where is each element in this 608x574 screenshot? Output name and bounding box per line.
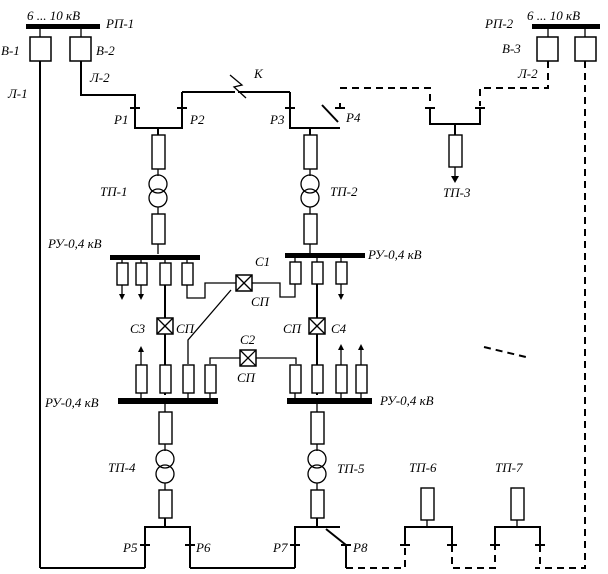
breaker-b2	[69, 36, 92, 62]
breaker-b1	[29, 36, 52, 62]
breaker-tp1-lv	[151, 213, 166, 245]
transformer-tp1-w2	[148, 188, 168, 208]
rp1-bus	[26, 24, 100, 29]
fuse-tp2-hv	[303, 134, 318, 170]
c3-label: С3	[130, 321, 146, 336]
p3-label: Р3	[269, 112, 285, 127]
ru-tp4-label: РУ-0,4 кВ	[44, 395, 99, 410]
tp6-column	[400, 487, 457, 546]
fault-k-label: К	[253, 66, 264, 81]
breaker-tp2-lv	[303, 213, 318, 245]
tp7-column	[490, 487, 545, 546]
sp-c1-label: СП	[251, 294, 271, 309]
b2-label: В-2	[96, 43, 115, 58]
p2-label: Р2	[189, 112, 205, 127]
c2-label: С2	[240, 332, 256, 347]
transformer-tp2-w1	[300, 174, 320, 194]
sectional-switch-c1	[235, 274, 254, 292]
tp3-label: ТП-3	[443, 185, 471, 200]
ru-tp5-label: РУ-0,4 кВ	[379, 393, 434, 408]
c1-label: С1	[255, 254, 270, 269]
ru-tp2-bus	[285, 253, 365, 258]
p7-label: Р7	[272, 540, 288, 555]
rp2-name-label: РП-2	[484, 16, 514, 31]
p4-label: Р4	[345, 110, 361, 125]
hv-ring-bottom	[40, 346, 541, 569]
tp5-label: ТП-5	[337, 461, 365, 476]
b1-label: В-1	[1, 43, 20, 58]
transformer-tp1-w1	[148, 174, 168, 194]
p5-label: Р5	[122, 540, 138, 555]
rp1-name-label: РП-1	[105, 16, 134, 31]
breaker-b3	[536, 36, 559, 62]
rp2-voltage-label: 6 ... 10 кВ	[527, 8, 580, 23]
tp2-label: ТП-2	[330, 184, 358, 199]
transformer-tp2-w2	[300, 188, 320, 208]
labels: 6 ... 10 кВ РП-1 6 ... 10 кВ РП-2 В-1 В-…	[1, 8, 580, 555]
tp1-column	[148, 134, 168, 254]
b3-label: В-3	[502, 41, 521, 56]
c4-label: С4	[331, 321, 347, 336]
sectional-switch-c2	[187, 289, 297, 367]
tp7-label: ТП-7	[495, 460, 523, 475]
ru-tp2-label: РУ-0,4 кВ	[367, 247, 422, 262]
l1-label: Л-1	[7, 86, 28, 101]
ru-tp4-bus	[118, 398, 218, 404]
rp2-bus	[532, 24, 600, 29]
ru-tp1-bus	[110, 255, 200, 260]
breaker-b4	[574, 36, 597, 62]
sp-c3-label: СП	[176, 321, 196, 336]
sp-c2-label: СП	[237, 370, 257, 385]
ru-tp1	[110, 255, 236, 318]
tp4-column	[140, 411, 195, 568]
l2-left-label: Л-2	[89, 70, 110, 85]
tp2-column	[300, 134, 320, 254]
tp5-column	[290, 411, 351, 568]
ru-tp5-bus	[287, 398, 372, 404]
rp2-group	[479, 24, 600, 569]
tp4-label: ТП-4	[108, 460, 136, 475]
fuse-tp1-hv	[151, 134, 166, 170]
tp6-label: ТП-6	[409, 460, 437, 475]
ru-tp2	[254, 253, 365, 318]
tp3-column	[448, 134, 463, 183]
fuse-tp3	[448, 134, 463, 168]
hv-ring-top	[130, 74, 485, 135]
l2-right-label: Л-2	[517, 66, 538, 81]
p6-label: Р6	[195, 540, 211, 555]
line-l2	[80, 61, 136, 108]
rp1-voltage-label: 6 ... 10 кВ	[27, 8, 80, 23]
sp-c4-label: СП	[283, 321, 303, 336]
ru-tp5	[287, 344, 372, 412]
ru-tp4	[118, 346, 218, 412]
ru-tp1-label: РУ-0,4 кВ	[47, 236, 102, 251]
p8-label: Р8	[352, 540, 368, 555]
p1-label: Р1	[113, 112, 128, 127]
tp1-label: ТП-1	[100, 184, 127, 199]
rp1-group	[26, 24, 136, 568]
